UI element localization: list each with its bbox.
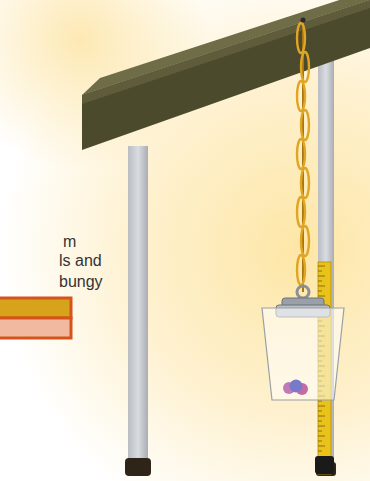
text-fragment: ls and [59, 251, 102, 270]
table-edge [82, 0, 370, 104]
text-fragment: bungy [59, 272, 103, 291]
ruler-base [315, 456, 334, 474]
cord-anchor [301, 18, 306, 23]
table-header [0, 298, 71, 318]
bungee-cord-twists [297, 23, 309, 285]
table-leg [128, 146, 148, 466]
marble [290, 380, 303, 393]
clip-ring [297, 286, 309, 298]
text-fragment: m [63, 232, 76, 251]
table-foot [125, 458, 151, 476]
table-cell [0, 318, 71, 338]
plastic-cup [262, 308, 344, 400]
